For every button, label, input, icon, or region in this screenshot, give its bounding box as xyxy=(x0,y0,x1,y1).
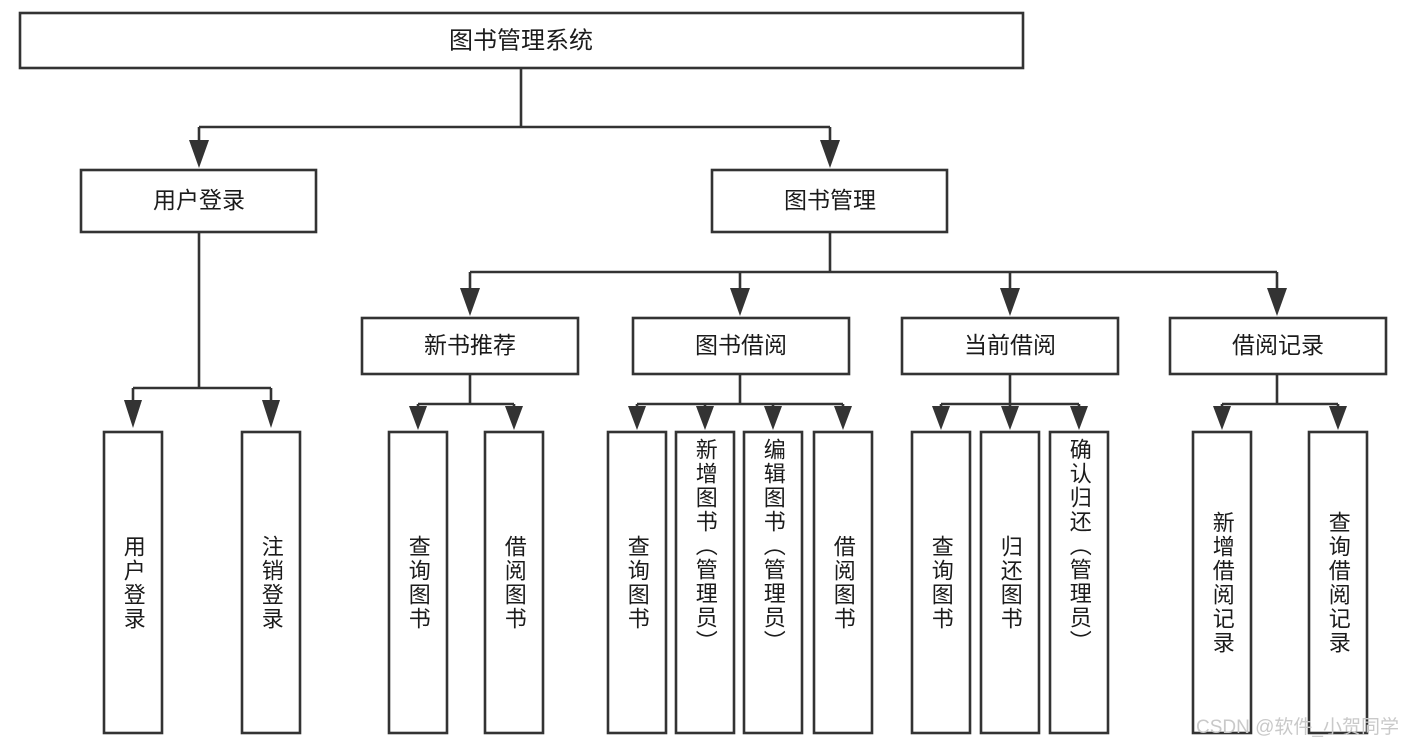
node-book-borrow-box[interactable] xyxy=(631,316,851,376)
leaf-box-nbr-0[interactable] xyxy=(387,430,449,735)
arrow-head-user-login xyxy=(189,140,209,168)
connector-group-book-borrow xyxy=(628,374,852,430)
arrow-head-leaf-bb-2 xyxy=(764,406,782,430)
node-new-book-recommend[interactable]: 新书推荐 xyxy=(360,316,580,376)
connector-group-borrow-record xyxy=(1213,374,1347,430)
node-new-book-recommend-box[interactable] xyxy=(360,316,580,376)
node-current-borrow-box[interactable] xyxy=(900,316,1120,376)
node-book-borrow[interactable]: 图书借阅 xyxy=(631,316,851,376)
arrow-head-leaf-cb-1 xyxy=(1001,406,1019,430)
node-new-book-recommend-label: 新书推荐 xyxy=(424,332,516,358)
node-current-borrow-label: 当前借阅 xyxy=(964,332,1056,358)
arrow-head-leaf-bb-3 xyxy=(834,406,852,430)
arrow-head-new-book-recommend xyxy=(460,288,480,316)
connector-group-book-manage xyxy=(460,232,1287,316)
arrow-head-leaf-bb-0 xyxy=(628,406,646,430)
leaf-box-bb-2[interactable] xyxy=(742,430,804,735)
node-book-manage-box[interactable] xyxy=(710,168,949,234)
node-user-login-box[interactable] xyxy=(79,168,318,234)
leaf-box-bb-1[interactable] xyxy=(674,430,736,735)
arrow-head-leaf-br-0 xyxy=(1213,406,1231,430)
csdn-watermark: CSDN @软件_小贺同学 xyxy=(1196,717,1399,738)
node-root-label: 图书管理系统 xyxy=(449,27,593,54)
arrow-head-leaf-nbr-0 xyxy=(409,406,427,430)
connector-group-new-book-recommend xyxy=(409,374,523,430)
arrow-head-book-borrow xyxy=(730,288,750,316)
leaf-box-br-1[interactable] xyxy=(1307,430,1369,735)
arrow-head-leaf-nbr-1 xyxy=(505,406,523,430)
leaf-box-cb-1[interactable] xyxy=(979,430,1041,735)
arrow-head-leaf-cb-2 xyxy=(1070,406,1088,430)
arrow-head-book-manage xyxy=(820,140,840,168)
arrow-head-borrow-record xyxy=(1267,288,1287,316)
node-borrow-record-box[interactable] xyxy=(1168,316,1388,376)
leaf-box-cb-0[interactable] xyxy=(910,430,972,735)
arrow-head-leaf-user-login-1 xyxy=(262,400,280,428)
node-book-manage[interactable]: 图书管理 xyxy=(710,168,949,234)
leaf-box-nbr-1[interactable] xyxy=(483,430,545,735)
node-borrow-record[interactable]: 借阅记录 xyxy=(1168,316,1388,376)
node-user-login-label: 用户登录 xyxy=(153,187,245,213)
arrow-head-leaf-user-login-0 xyxy=(124,400,142,428)
node-root-box[interactable] xyxy=(18,11,1025,70)
node-book-borrow-label: 图书借阅 xyxy=(695,332,787,358)
leaf-box-user-login-0[interactable] xyxy=(102,430,164,735)
arrow-head-leaf-br-1 xyxy=(1329,406,1347,430)
node-root[interactable]: 图书管理系统 xyxy=(18,11,1025,70)
node-borrow-record-label: 借阅记录 xyxy=(1232,332,1324,358)
leaf-box-user-login-1[interactable] xyxy=(240,430,302,735)
leaf-box-bb-0[interactable] xyxy=(606,430,668,735)
connector-group-user-login xyxy=(124,232,280,428)
arrow-head-current-borrow xyxy=(1000,288,1020,316)
arrow-head-leaf-bb-1 xyxy=(696,406,714,430)
connector-group-current-borrow xyxy=(932,374,1088,430)
leaf-box-bb-3[interactable] xyxy=(812,430,874,735)
node-user-login[interactable]: 用户登录 xyxy=(79,168,318,234)
node-book-manage-label: 图书管理 xyxy=(784,187,876,213)
connector-group-root xyxy=(189,68,840,168)
node-current-borrow[interactable]: 当前借阅 xyxy=(900,316,1120,376)
leaf-box-cb-2[interactable] xyxy=(1048,430,1110,735)
leaf-box-br-0[interactable] xyxy=(1191,430,1253,735)
arrow-head-leaf-cb-0 xyxy=(932,406,950,430)
